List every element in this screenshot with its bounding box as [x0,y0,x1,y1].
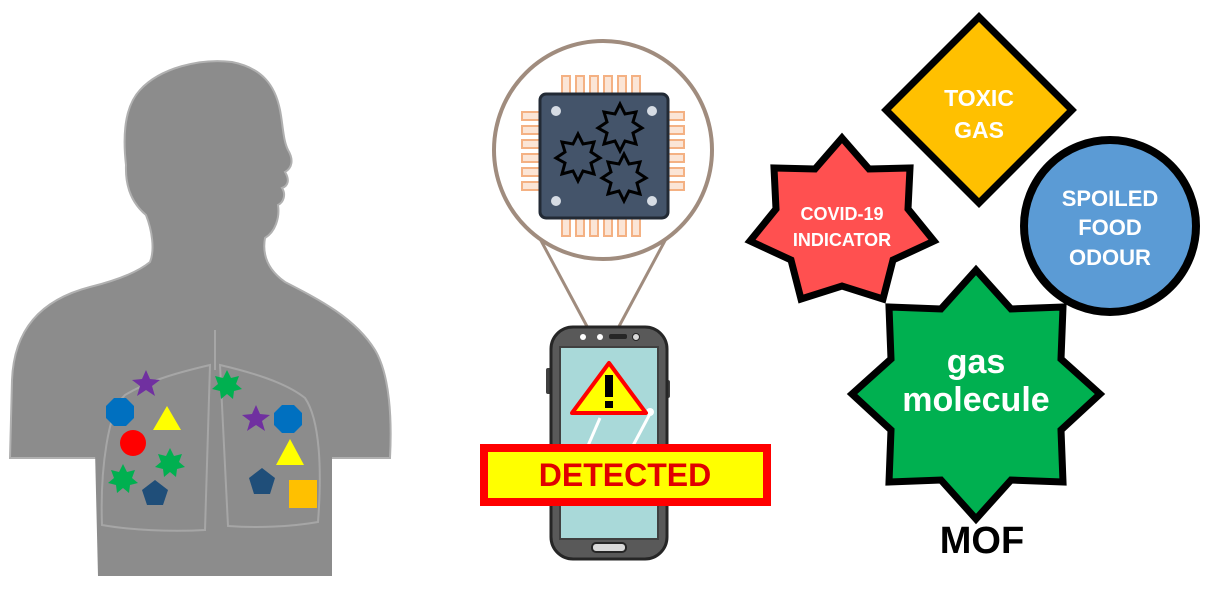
red-circle [120,430,146,456]
purple-star [242,405,270,431]
gas-molecule-line1: gas [947,343,1006,381]
covid-line2: INDICATOR [793,230,891,250]
gas-molecule-star: gas molecule [846,264,1106,525]
sensor-chip-icon [521,75,685,237]
gas-molecule-line2: molecule [902,381,1049,419]
toxic-gas-line1: TOXIC [944,85,1014,111]
spoiled-food-circle: SPOILED FOOD ODOUR [1020,136,1200,316]
green-star [108,464,138,493]
blue-octagon [274,405,302,433]
yellow-triangle [153,406,181,430]
spoiled-food-line1: SPOILED [1062,186,1159,211]
toxic-gas-diamond: TOXIC GAS [881,12,1077,208]
warning-triangle-icon [570,361,648,415]
toxic-gas-line2: GAS [954,117,1004,143]
green-star [212,370,242,399]
spoiled-food-line2: FOOD [1078,215,1142,240]
detected-banner: DETECTED [480,444,771,506]
green-star [155,448,185,477]
yellow-triangle [276,439,304,465]
spoiled-food-line3: ODOUR [1069,245,1151,270]
blue-octagon [106,398,134,426]
covid-line1: COVID-19 [800,204,883,224]
purple-star [132,370,160,396]
mof-label: MOF [940,520,1024,562]
navy-pentagon [249,468,275,494]
detected-label: DETECTED [539,457,711,493]
person-silhouette-icon [8,60,392,576]
lung-molecules [106,370,317,508]
orange-square [289,480,317,508]
covid-indicator-star: COVID-19 INDICATOR [744,132,940,304]
navy-pentagon [142,480,168,505]
